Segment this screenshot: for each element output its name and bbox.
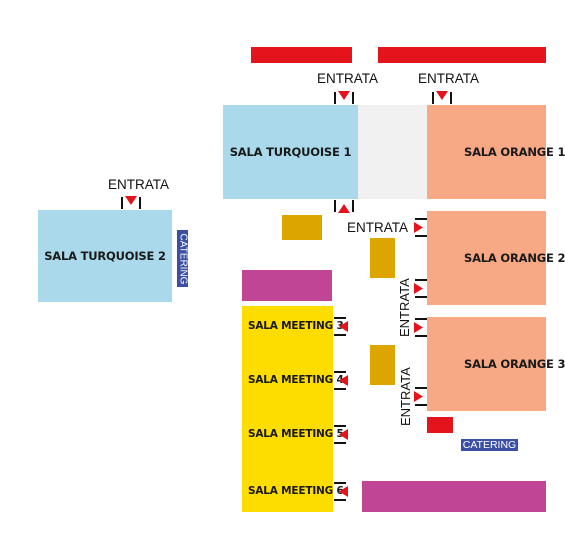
catering-label-bottom: CATERING [461, 439, 518, 451]
room-sala-turquoise-1[interactable]: SALA TURQUOISE 1 [223, 105, 358, 199]
entrance-arrow-turquoise-2 [125, 196, 137, 205]
mustard-block-3 [370, 345, 395, 385]
entrance-arrow-orange-3-b [414, 391, 423, 402]
room-label: SALA ORANGE 1 [464, 145, 565, 159]
mustard-block-2 [370, 238, 395, 278]
room-label-sala-meeting-3: SALA MEETING 3 [248, 320, 344, 332]
red-block-small [427, 417, 453, 433]
entrance-arrow-turquoise-1 [338, 91, 350, 100]
corridor [358, 105, 427, 199]
entrance-label-turquoise-1: ENTRATA [317, 71, 379, 86]
mustard-block-1 [282, 215, 322, 240]
entrance-label-orange-2: ENTRATA [347, 220, 409, 235]
room-sala-turquoise-2[interactable]: SALA TURQUOISE 2 [38, 210, 172, 302]
entrance-arrow-orange-3-a [414, 322, 423, 333]
entrance-label-orange-1: ENTRATA [418, 71, 480, 86]
red-bar-top-left [251, 47, 352, 63]
entrance-arrow-orange-2-a [414, 222, 423, 233]
entrance-arrow-meeting-3 [339, 321, 348, 332]
entrance-arrow-meeting-5 [339, 429, 348, 440]
room-label-sala-meeting-5: SALA MEETING 5 [248, 428, 344, 440]
entrance-markers [121, 91, 452, 501]
entrance-arrow-orange-1 [436, 91, 448, 100]
room-label-sala-meeting-6: SALA MEETING 6 [248, 485, 344, 497]
entrance-arrow-meeting-6 [339, 486, 348, 497]
red-bar-top-right [378, 47, 546, 63]
entrance-label-turquoise-2: ENTRATA [108, 177, 170, 192]
magenta-block-top [242, 270, 332, 301]
catering-label-side: CATERING [177, 230, 188, 287]
room-sala-orange-3[interactable]: SALA ORANGE 3 [427, 317, 565, 411]
entrance-arrow-turquoise-1-bottom [338, 204, 350, 213]
room-sala-orange-1[interactable]: SALA ORANGE 1 [427, 105, 565, 199]
entrance-arrow-orange-2-b [414, 283, 423, 294]
room-label-sala-meeting-4: SALA MEETING 4 [248, 374, 344, 386]
room-label: SALA ORANGE 3 [464, 357, 565, 371]
room-label: SALA TURQUOISE 2 [44, 249, 166, 263]
room-label: SALA ORANGE 2 [464, 251, 565, 265]
catering-text: CATERING [462, 439, 517, 451]
room-sala-orange-2[interactable]: SALA ORANGE 2 [427, 211, 565, 305]
magenta-block-bottom [362, 481, 546, 512]
meeting-area[interactable] [242, 306, 333, 512]
room-label: SALA TURQUOISE 1 [229, 145, 352, 159]
entrance-arrow-meeting-4 [339, 375, 348, 386]
